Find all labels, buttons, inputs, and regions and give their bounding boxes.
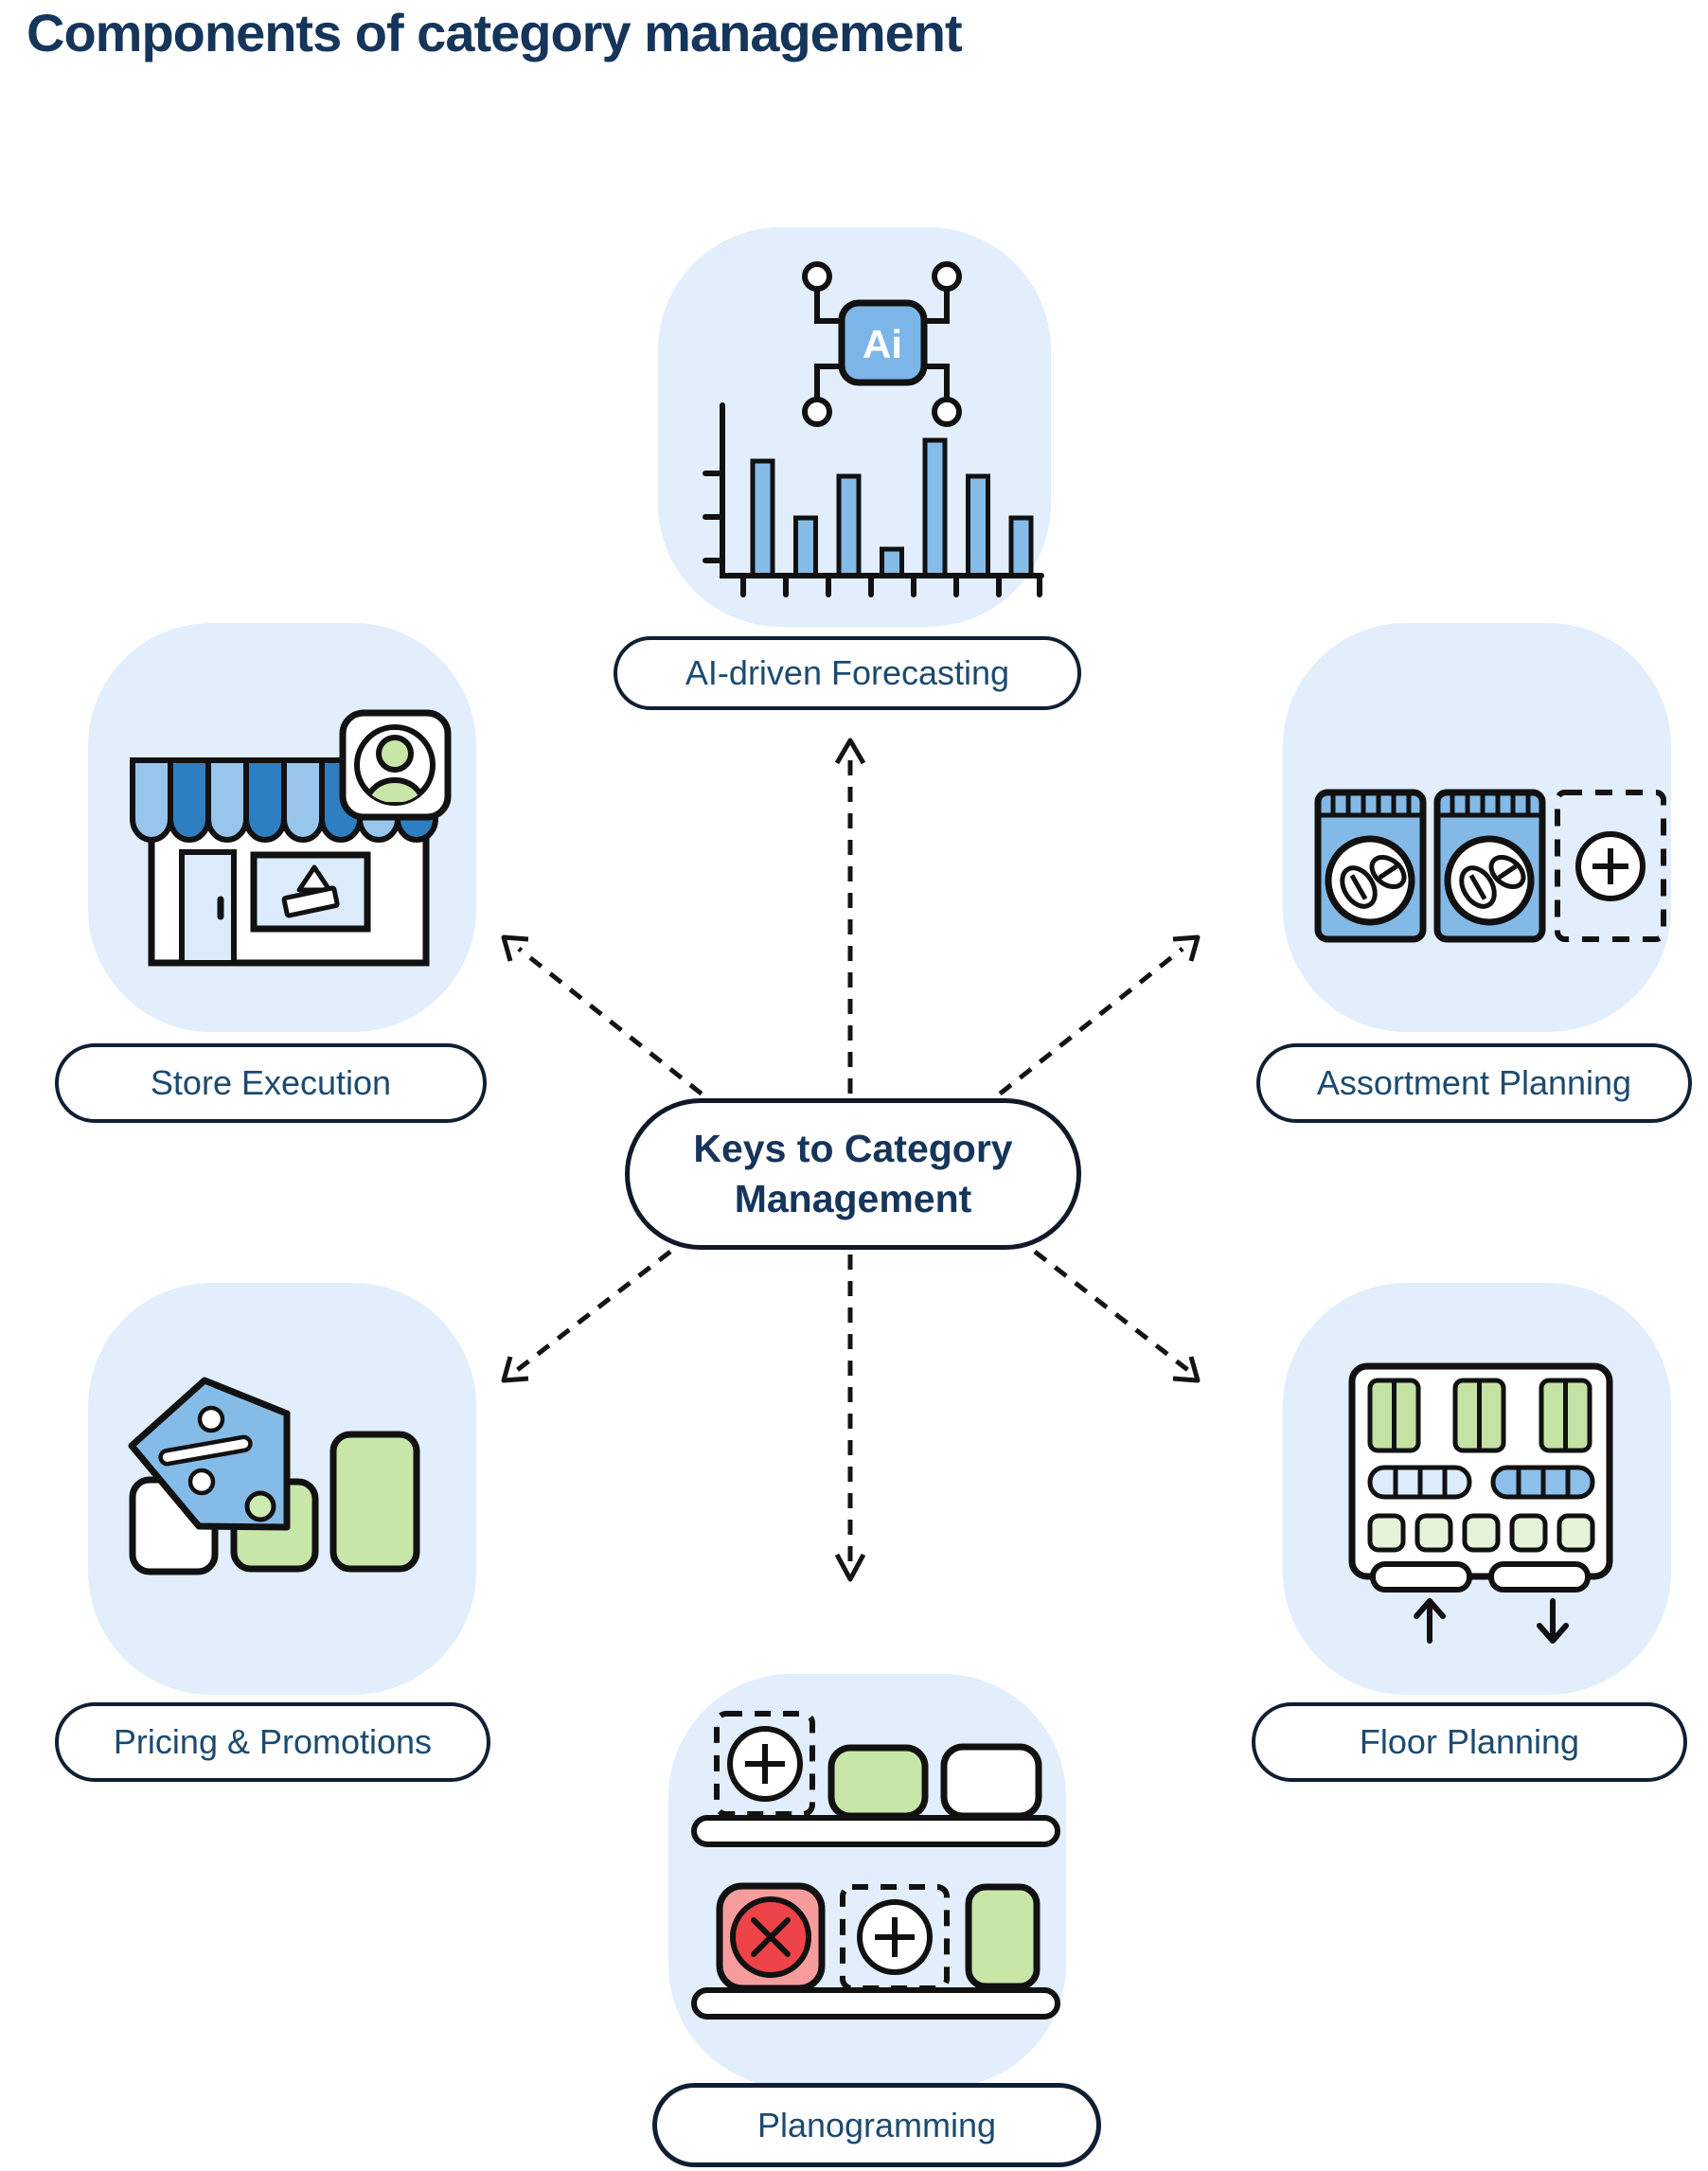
- assortment-icon: [1314, 789, 1666, 943]
- gondola-row: [1367, 1378, 1592, 1453]
- add-placeholder-icon: [840, 1884, 950, 1991]
- product-green: [827, 1744, 929, 1820]
- person-badge-icon: [339, 709, 452, 821]
- forecast-bar: [750, 458, 775, 578]
- arrow-down: [834, 1255, 866, 1582]
- product-box-green-tall: [329, 1431, 420, 1573]
- entrance-pill: [1370, 1561, 1472, 1593]
- bar-chart-icon: [703, 402, 1044, 597]
- product-green-tall: [965, 1883, 1041, 1990]
- floor-planning-label-pill: Floor Planning: [1252, 1702, 1687, 1782]
- forecasting-label-pill: AI-driven Forecasting: [614, 636, 1081, 710]
- floor-plan-icon: [1348, 1362, 1613, 1644]
- circuit-line: [814, 364, 842, 400]
- add-placeholder-icon: [714, 1711, 815, 1817]
- forecast-bar: [966, 473, 990, 578]
- down-arrow-icon: [1537, 1598, 1569, 1644]
- shelf-board: [691, 1987, 1060, 2020]
- add-placeholder-icon: [1555, 790, 1666, 942]
- arrow-down-left: [501, 1250, 672, 1383]
- circuit-line: [814, 288, 842, 324]
- center-node: Keys to Category Management: [625, 1098, 1081, 1250]
- circuit-node: [932, 261, 962, 292]
- divide-dot: [187, 1468, 216, 1496]
- planogramming-label: Planogramming: [756, 2105, 997, 2144]
- ai-chip-label: Ai: [863, 322, 902, 366]
- pricing-label-pill: Pricing & Promotions: [55, 1702, 490, 1782]
- planogram-icon: [691, 1711, 1060, 2020]
- arrow-up: [834, 738, 866, 1094]
- forecast-bar: [1008, 515, 1034, 578]
- planogramming-label-pill: Planogramming: [652, 2083, 1101, 2167]
- coffee-bag-icon: [1314, 789, 1427, 943]
- arrow-up-left: [501, 934, 723, 1112]
- shelf-bottom: [691, 1882, 1060, 2020]
- store-execution-label-pill: Store Execution: [55, 1043, 487, 1123]
- arrow-down-right: [1033, 1250, 1201, 1383]
- forecast-bar: [880, 546, 904, 578]
- up-arrow-icon: [1414, 1598, 1446, 1644]
- store-execution-label: Store Execution: [150, 1063, 392, 1102]
- entrance-pill: [1488, 1561, 1591, 1593]
- forecast-bar: [793, 515, 818, 578]
- assortment-label-pill: Assortment Planning: [1256, 1043, 1692, 1123]
- divide-dot: [197, 1405, 225, 1433]
- center-node-label: Keys to Category Management: [693, 1126, 1013, 1220]
- circuit-node: [802, 397, 832, 427]
- aisle-pills: [1367, 1465, 1595, 1500]
- forecast-bar: [836, 473, 862, 578]
- ai-chip-icon: [838, 299, 928, 386]
- y-ticks: [703, 471, 725, 563]
- shelf-top: [691, 1711, 1060, 1847]
- circuit-line: [924, 288, 950, 324]
- circuit-line: [924, 364, 950, 400]
- product-white: [940, 1743, 1042, 1820]
- divide-bar: [158, 1434, 253, 1467]
- page-title: Components of category management: [27, 3, 963, 62]
- circuit-node: [932, 397, 962, 427]
- pricing-label: Pricing & Promotions: [113, 1722, 433, 1761]
- checkout-row: [1367, 1513, 1595, 1553]
- assortment-label: Assortment Planning: [1316, 1063, 1632, 1102]
- floor-planning-label: Floor Planning: [1359, 1722, 1580, 1761]
- pricing-icon: [128, 1377, 420, 1575]
- discount-tag-icon: [128, 1377, 291, 1531]
- forecast-bars: [750, 437, 1034, 578]
- tag-hole: [244, 1490, 276, 1522]
- remove-product-icon: [716, 1882, 826, 1992]
- storefront-icon: [130, 709, 452, 967]
- coffee-bag-icon: [1433, 789, 1546, 943]
- forecast-bar: [922, 437, 948, 578]
- chart-axes: [720, 402, 1044, 578]
- window-sign: [281, 885, 340, 918]
- ai-forecast-chart-icon: Ai: [703, 261, 1044, 597]
- store-door: [179, 849, 237, 966]
- forecasting-label: AI-driven Forecasting: [685, 653, 1010, 692]
- x-ticks: [740, 573, 1042, 597]
- shelf-board: [691, 1815, 1060, 1847]
- circuit-node: [802, 261, 832, 292]
- arrow-up-right: [978, 934, 1201, 1112]
